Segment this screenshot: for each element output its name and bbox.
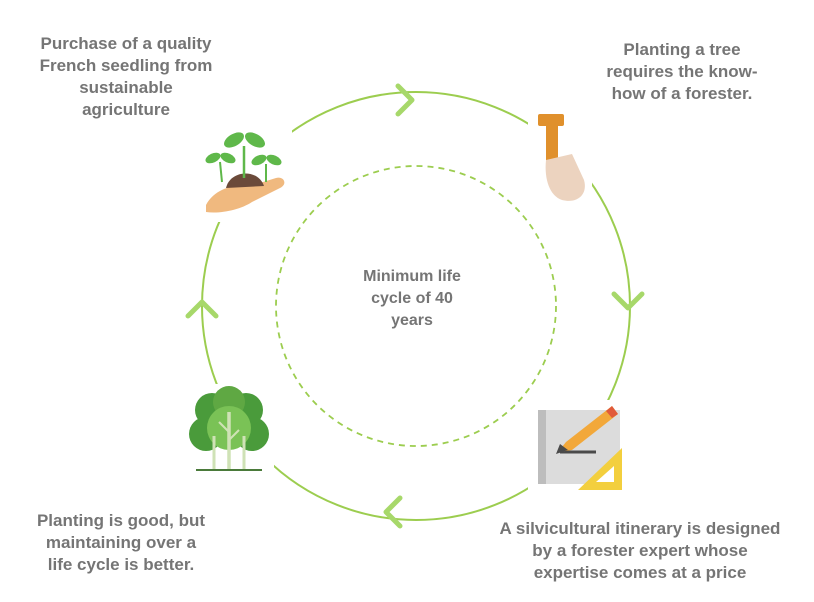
step-itinerary-text: A silvicultural itinerary is designed by… (499, 519, 781, 582)
arrow-right-icon (611, 291, 645, 311)
tree-icon (184, 384, 274, 476)
spade-icon (528, 110, 592, 206)
step-seedling-text: Purchase of a quality French seedling fr… (39, 34, 213, 119)
inner-dashed-circle (275, 165, 557, 447)
step-planting-text: Planting a tree requires the know- how o… (606, 40, 758, 103)
blueprint-pencil-icon (528, 400, 630, 496)
arrow-top-icon (395, 83, 415, 117)
center-label: Minimum life cycle of 40 years (363, 268, 461, 329)
seedling-hand-icon (196, 126, 292, 222)
step-maintaining-text: Planting is good, but maintaining over a… (36, 511, 206, 574)
arrow-left-icon (185, 299, 219, 319)
arrow-bottom-icon (383, 495, 403, 529)
